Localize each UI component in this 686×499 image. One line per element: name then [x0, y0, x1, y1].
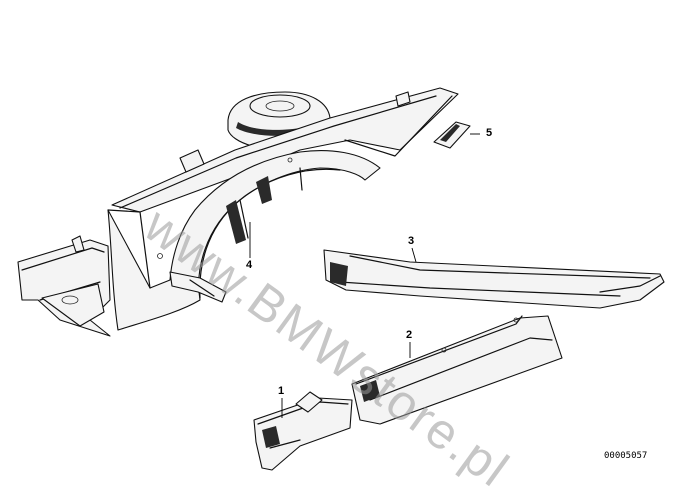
- part-2-frame-rail: [351, 315, 563, 425]
- callout-4: 4: [246, 259, 253, 271]
- callout-5: 5: [486, 127, 493, 139]
- callout-1: 1: [278, 385, 285, 397]
- catalog-number: 00005057: [604, 451, 648, 461]
- leader-3: [411, 247, 417, 263]
- part-1-rail-end: [253, 391, 353, 471]
- part-3-side-member: [323, 249, 665, 309]
- parts-illustration: [17, 87, 665, 471]
- callout-2: 2: [406, 329, 413, 341]
- parts-diagram: 5 3 4 2 1 00005057 www.BMWstore.pl: [17, 87, 665, 498]
- part-5-bracket: [433, 121, 471, 149]
- callout-3: 3: [408, 235, 415, 247]
- leader-lines: [249, 133, 480, 418]
- part-4-wheel-arch-assembly: [17, 87, 459, 337]
